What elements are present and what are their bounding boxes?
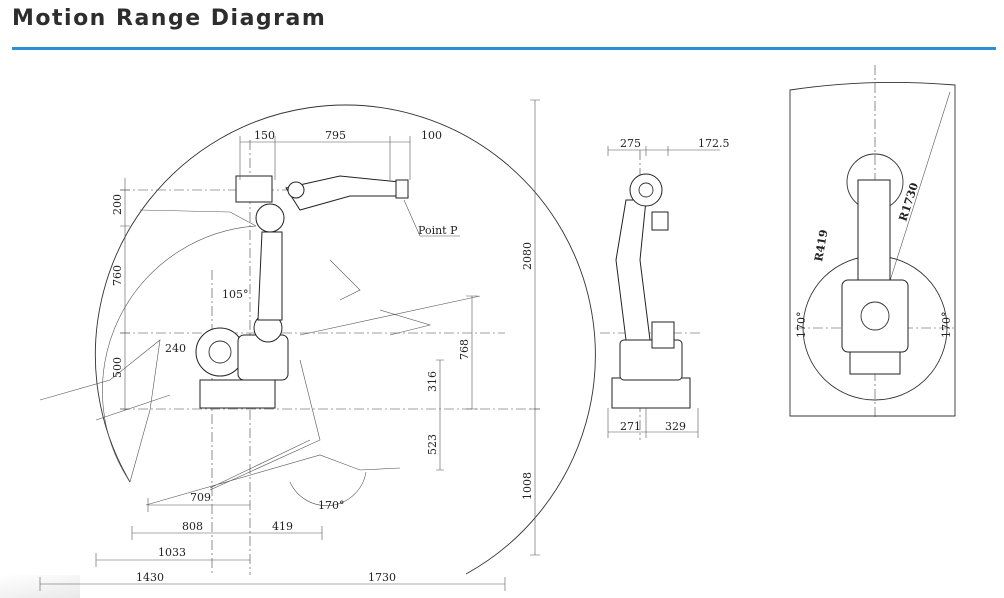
radius-r1730: R1730: [896, 181, 921, 223]
front-upper-motor: [629, 173, 663, 207]
dim-172-5: 172.5: [698, 137, 730, 150]
side-j4-motor: [235, 175, 273, 203]
angle-170: 170°: [318, 499, 345, 512]
dim-760: 760: [111, 265, 124, 286]
side-envelope-mid-lines: [139, 209, 481, 491]
title-underline: [12, 47, 996, 50]
side-view: 150 795 100 Point P 200 760 500 105° 240…: [39, 99, 596, 591]
side-j2-motor: [195, 327, 245, 377]
side-lower-arm: [257, 231, 283, 321]
front-j1-housing: [619, 339, 683, 381]
angle-left-170: 170°: [795, 312, 808, 339]
front-side-motor: [651, 321, 675, 349]
dim-100: 100: [421, 129, 442, 142]
side-centerline-horizontal: [120, 189, 540, 410]
page-title: Motion Range Diagram: [12, 6, 327, 31]
dim-316: 316: [426, 371, 439, 392]
radius-r419: R419: [812, 229, 830, 263]
side-base: [199, 379, 276, 409]
side-envelope-inner: [102, 225, 257, 483]
side-upper-arm: [285, 175, 409, 211]
dim-200: 200: [111, 194, 124, 215]
dim-1008: 1008: [521, 472, 534, 500]
dim-795: 795: [325, 129, 346, 142]
point-p-label: Point P: [418, 224, 458, 237]
dim-1033: 1033: [158, 546, 186, 559]
dim-419: 419: [272, 520, 293, 533]
dim-1730: 1730: [368, 571, 396, 584]
side-envelope-outer: [94, 104, 596, 575]
top-arm: [857, 179, 891, 281]
dim-709: 709: [190, 491, 211, 504]
dim-150: 150: [254, 129, 275, 142]
angle-right-170: 170°: [940, 312, 953, 339]
angle-240: 240: [165, 342, 186, 355]
front-base: [611, 377, 691, 409]
dim-500: 500: [111, 357, 124, 378]
dim-768: 768: [458, 339, 471, 360]
top-base-housing: [841, 279, 909, 353]
dim-808: 808: [182, 520, 203, 533]
front-lower-arm: [615, 199, 651, 341]
front-view: 275 172.5 271 329: [600, 137, 730, 440]
top-view-frame: [789, 81, 956, 417]
side-envelope-left-lobe: [39, 339, 171, 483]
dim-2080: 2080: [521, 242, 534, 270]
side-elbow: [255, 203, 285, 233]
side-j1-housing: [237, 334, 289, 381]
dim-329: 329: [665, 420, 686, 433]
angle-105: 105°: [222, 288, 249, 301]
dim-523: 523: [426, 434, 439, 455]
side-wrist: [395, 179, 409, 199]
top-view: R419 R1730 170° 170°: [789, 65, 956, 420]
dim-1430: 1430: [136, 571, 164, 584]
dim-275: 275: [620, 137, 641, 150]
dim-271: 271: [620, 420, 641, 433]
side-envelope-lower: [145, 439, 401, 506]
